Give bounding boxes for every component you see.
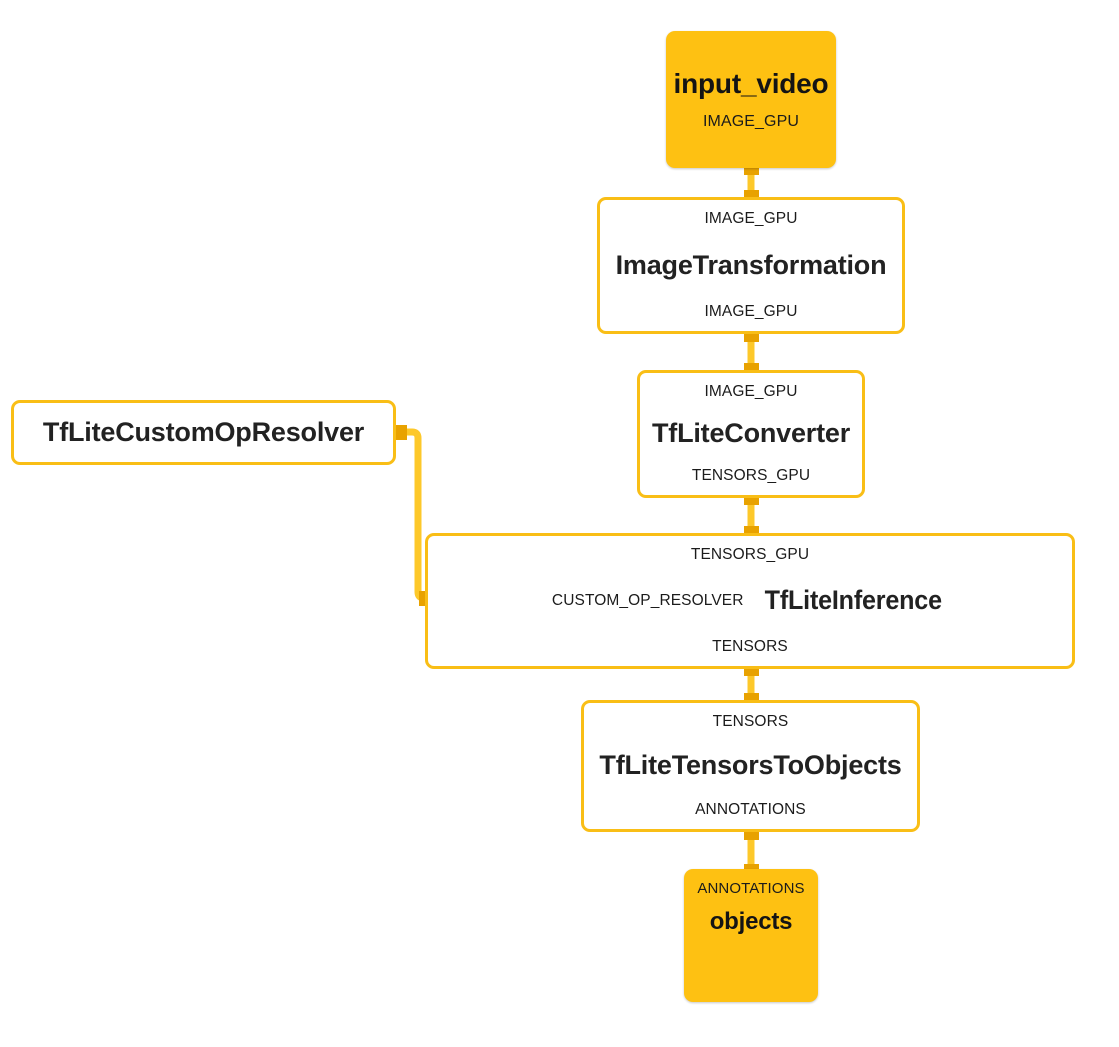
node-tflite-inference-title-slot: CUSTOM_OP_RESOLVER TfLiteInference: [428, 563, 1072, 639]
node-image-transformation[interactable]: IMAGE_GPU ImageTransformation IMAGE_GPU: [597, 197, 905, 334]
node-input-video-output-label: IMAGE_GPU: [702, 112, 800, 130]
node-tflite-custom-op-resolver-title-slot: TfLiteCustomOpResolver: [14, 403, 393, 462]
node-image-transformation-title-slot: ImageTransformation: [600, 227, 902, 304]
node-tflite-inference-title: TfLiteInference: [764, 585, 942, 615]
node-tflite-tensors-to-objects-output-label: ANNOTATIONS: [695, 800, 806, 818]
edge-custom-op-resolver-to-tflite-inference: [399, 428, 428, 602]
node-tflite-tensors-to-objects[interactable]: TENSORS TfLiteTensorsToObjects ANNOTATIO…: [581, 700, 920, 832]
node-tflite-converter-output-label: TENSORS_GPU: [691, 466, 811, 484]
node-tflite-custom-op-resolver-title: TfLiteCustomOpResolver: [42, 417, 365, 447]
node-tflite-inference-input-label: TENSORS_GPU: [690, 546, 810, 563]
node-tflite-inference-title-row: CUSTOM_OP_RESOLVER TfLiteInference: [428, 587, 1072, 614]
node-image-transformation-output-slot: IMAGE_GPU: [600, 302, 902, 332]
node-image-transformation-output-label: IMAGE_GPU: [704, 302, 798, 320]
node-objects[interactable]: ANNOTATIONS objects: [684, 869, 818, 1002]
node-tflite-inference[interactable]: TENSORS_GPU CUSTOM_OP_RESOLVER TfLiteInf…: [425, 533, 1075, 669]
node-input-video-body: input_video IMAGE_GPU: [666, 31, 836, 168]
node-tflite-tensors-to-objects-output-slot: ANNOTATIONS: [584, 800, 917, 830]
node-tflite-tensors-to-objects-input-label: TENSORS: [712, 713, 789, 730]
node-tflite-inference-side-input-label: CUSTOM_OP_RESOLVER: [551, 591, 744, 609]
node-input-video[interactable]: input_video IMAGE_GPU: [666, 31, 836, 168]
node-tflite-inference-output-slot: TENSORS: [428, 637, 1072, 667]
node-tflite-converter-input-slot: IMAGE_GPU: [640, 373, 862, 400]
node-image-transformation-title: ImageTransformation: [615, 249, 887, 280]
node-tflite-inference-output-label: TENSORS: [712, 637, 788, 655]
node-objects-title: objects: [709, 908, 793, 935]
node-tflite-inference-input-slot: TENSORS_GPU: [428, 536, 1072, 563]
node-input-video-title: input_video: [673, 67, 829, 99]
node-image-transformation-input-label: IMAGE_GPU: [704, 210, 798, 227]
node-tflite-converter-output-slot: TENSORS_GPU: [640, 466, 862, 496]
node-image-transformation-input-slot: IMAGE_GPU: [600, 200, 902, 227]
node-tflite-converter-title-slot: TfLiteConverter: [640, 400, 862, 468]
node-tflite-tensors-to-objects-title-slot: TfLiteTensorsToObjects: [584, 730, 917, 802]
node-tflite-tensors-to-objects-title: TfLiteTensorsToObjects: [599, 750, 902, 780]
node-tflite-converter-title: TfLiteConverter: [651, 418, 851, 448]
node-objects-body: ANNOTATIONS objects: [684, 869, 818, 1002]
node-tflite-tensors-to-objects-input-slot: TENSORS: [584, 703, 917, 730]
node-tflite-converter[interactable]: IMAGE_GPU TfLiteConverter TENSORS_GPU: [637, 370, 865, 498]
node-tflite-custom-op-resolver[interactable]: TfLiteCustomOpResolver: [11, 400, 396, 465]
node-tflite-converter-input-label: IMAGE_GPU: [704, 383, 798, 400]
node-objects-input-label: ANNOTATIONS: [697, 880, 805, 897]
